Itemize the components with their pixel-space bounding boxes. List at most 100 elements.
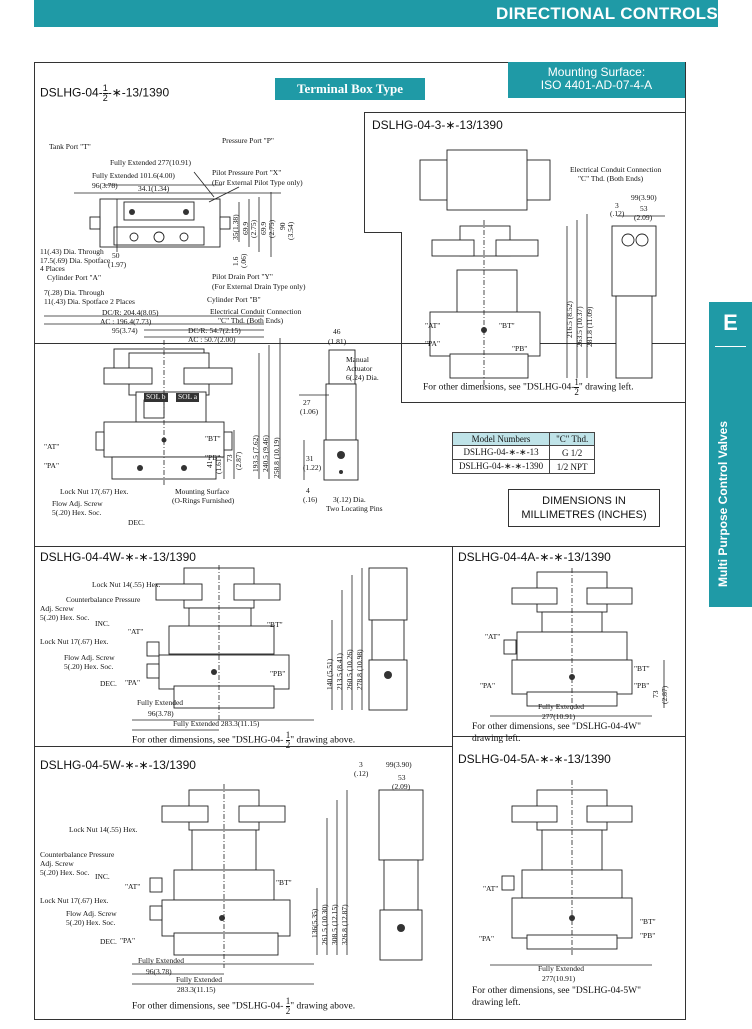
s4w-inc: INC. [95, 619, 110, 628]
table-header-row: Model Numbers "C" Thd. [451, 432, 596, 446]
s3-label-pa: "PA" [425, 339, 441, 348]
s3-dim-53b: (2.09) [634, 213, 653, 222]
s3-dim-3: 3 [615, 201, 619, 210]
label-dec: DEC. [128, 518, 145, 527]
model-numbers-table: Model Numbers "C" Thd. DSLHG-04-∗-∗-13 G… [451, 432, 596, 474]
s5w-vdim-261: 261.5 (10.30) [320, 904, 329, 945]
label-dim-50b: (1.97) [108, 260, 127, 269]
label-ac-50: AC : 50.7(2.00) [188, 335, 236, 344]
label-at: "AT" [44, 442, 60, 451]
s5w-flow-adj: Flow Adj. Screw [66, 909, 117, 918]
label-two-pins: Two Locating Pins [326, 504, 383, 513]
divider-horizontal-4 [452, 736, 686, 737]
s3-vdim-216: 216.5 (8.52) [565, 301, 574, 338]
divider-vertical-upper [364, 112, 365, 232]
s4w-vdim-213: 213.5 (8.41) [335, 653, 344, 690]
label-tank-port: Tank Port "T" [49, 142, 91, 151]
s5a-label-bt: "BT" [640, 917, 656, 926]
label-dim-31b: (1.22) [303, 463, 322, 472]
s3-vdim-263: 263.5 (10.37) [575, 306, 584, 347]
s3-label-conduit: Electrical Conduit Connection [570, 165, 662, 174]
label-pressure-port: Pressure Port "P" [222, 136, 274, 145]
label-spotface-17: 17.5(.69) Dia. Spotface [40, 256, 111, 265]
s4w-label-pb: "PB" [270, 669, 286, 678]
section-3-title: DSLHG-04-3-∗-13/1390 [372, 118, 503, 132]
s4w-hex-soc: 5(.20) Hex. Soc. [40, 613, 90, 622]
section-5w-drawing [132, 784, 424, 985]
s5w-dim-53b: (2.09) [392, 782, 411, 791]
s5w-hex-soc-b: 5(.20) Hex. Soc. [66, 918, 116, 927]
divider-right-box [401, 402, 686, 403]
label-conduit-sub: "C" Thd. (Both Ends) [218, 316, 284, 325]
s4w-counterbalance: Counterbalance Pressure [66, 595, 141, 604]
s4a-vdim-73b: (2.87) [660, 685, 669, 704]
s5w-dim-283: 283.3(11.15) [177, 985, 216, 994]
label-actuator: Actuator [346, 364, 373, 373]
label-dcr-54: DC/R: 54.7(2.15) [188, 326, 241, 335]
s4w-lock-nut-14: Lock Nut 14(.55) Hex. [92, 580, 161, 589]
vdim-193: 193.5 (7.62) [251, 435, 260, 472]
label-ac-196: AC : 196.4(7.73) [100, 317, 152, 326]
s3-label-at: "AT" [425, 321, 441, 330]
label-pa: "PA" [44, 461, 60, 470]
mounting-line-2: ISO 4401-AD-07-4-A [540, 78, 653, 92]
s5w-lock-nut-17: Lock Nut 17(.67) Hex. [40, 896, 109, 905]
s4a-label-bt: "BT" [634, 664, 650, 673]
s5w-dim-99: 99(3.90) [386, 760, 412, 769]
terminal-box-badge: Terminal Box Type [275, 78, 425, 100]
divider-top-right [364, 112, 686, 113]
table-row: DSLHG-04-∗-∗-1390 1/2 NPT [451, 459, 596, 474]
divider-horizontal-3 [34, 746, 452, 747]
s5w-fully-extended-b: Fully Extended [176, 975, 223, 984]
label-pilot-pressure-sub: (For External Pilot Type only) [212, 178, 303, 187]
s5a-fully-extended: Fully Extended [538, 964, 585, 973]
label-dim-27: 27 [303, 398, 311, 407]
s4a-label-pb: "PB" [634, 681, 650, 690]
mounting-line-1: Mounting Surface: [547, 65, 646, 79]
label-dia-through-11: 11(.43) Dia. Through [40, 247, 104, 256]
s4w-label-pa: "PA" [125, 678, 141, 687]
s5w-label-pa: "PA" [120, 936, 136, 945]
section-side-tab: E Multi Purpose Control Valves [709, 302, 752, 607]
s5w-vdim-136: 136(5.35) [310, 908, 319, 938]
s4w-fully-extended: Fully Extended [137, 698, 184, 707]
label-dia-through-7: 7(.28) Dia. Through [44, 288, 105, 297]
s5a-label-pb: "PB" [640, 931, 656, 940]
vdim-258: 258.8 (10.19) [272, 437, 281, 478]
label-dim-4b: (.16) [303, 495, 318, 504]
label-conduit-connection: Electrical Conduit Connection [210, 307, 302, 316]
section-5w-title: DSLHG-04-5W-∗-∗-13/1390 [40, 758, 196, 772]
label-hex-soc-5: 5(.20) Hex. Soc. [52, 508, 102, 517]
label-dim-96: 96(3.78) [92, 181, 118, 190]
s5w-adj-screw: Adj. Screw [40, 859, 74, 868]
label-cylinder-port-a: Cylinder Port "A" [47, 273, 102, 282]
s4a-note-2: drawing left. [472, 734, 521, 744]
s5w-dec: DEC. [100, 937, 117, 946]
s4a-note-1: For other dimensions, see "DSLHG-04-4W" [472, 722, 641, 732]
label-dim-27b: (1.06) [300, 407, 319, 416]
label-dim-95: 95(3.74) [112, 326, 138, 335]
s4w-label-at: "AT" [128, 627, 144, 636]
s4w-label-bt: "BT" [267, 620, 283, 629]
s5a-label-at: "AT" [483, 884, 499, 893]
s5w-fully-extended: Fully Extended [138, 956, 185, 965]
s4w-vdim-278: 278.8 (10.98) [355, 649, 364, 690]
vdim-69d: (2.75) [267, 219, 276, 238]
vdim-73b: (2.87) [234, 451, 243, 470]
label-dim-31: 31 [306, 454, 314, 463]
label-dim-4: 4 [306, 486, 310, 495]
label-sol-b: SOL b [144, 392, 168, 402]
label-bt: "BT" [205, 434, 221, 443]
s3-dim-3b: (.12) [610, 209, 625, 218]
s3-dim-53: 53 [640, 204, 648, 213]
s3-label-bt: "BT" [499, 321, 515, 330]
divider-vertical-lower [452, 546, 453, 1020]
dims-line-2: MILLIMETRES (INCHES) [521, 509, 647, 521]
main-front-view-drawing [44, 315, 359, 485]
s4w-vdim-260: 260.5 (10.26) [345, 649, 354, 690]
s3-label-conduit-sub: "C" Thd. (Both Ends) [578, 174, 644, 183]
s5w-lock-nut-14: Lock Nut 14(.55) Hex. [69, 825, 138, 834]
